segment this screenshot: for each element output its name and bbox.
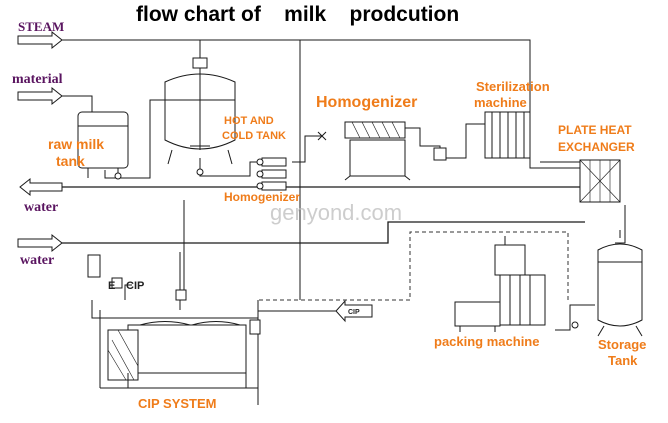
- cip-tag-arrow: [335, 299, 373, 323]
- water-out-label: water: [24, 200, 58, 215]
- sterilization-label-1: Sterilization: [476, 79, 550, 94]
- storage-tank-label-2: Tank: [608, 353, 638, 368]
- cip-header-top: [124, 284, 132, 300]
- material-inlet-arrow: [17, 86, 63, 106]
- watermark: genyond.com: [270, 200, 402, 225]
- homogenizer-label: Homogenizer: [316, 94, 417, 111]
- steam-inlet-arrow: [17, 30, 63, 50]
- steam-pipe: [62, 39, 531, 68]
- small-homogenizer-shape: [256, 157, 287, 191]
- material-label: material: [12, 72, 63, 87]
- hot-cold-tank-label-2: COLD TANK: [222, 130, 286, 142]
- storage-tank-shape: [571, 230, 643, 337]
- cip-header-left: [91, 300, 258, 319]
- sterilizer-feed-pipe: [440, 123, 485, 159]
- plate-heat-label-1: PLATE HEAT: [558, 123, 632, 137]
- phe-to-storage-pipe: [615, 205, 626, 244]
- cip-top-label: CIP: [126, 280, 144, 292]
- hot-cold-tank-label-1: HOT AND: [224, 115, 274, 127]
- steam-label: STEAM: [18, 19, 64, 34]
- water-in-pipe: [62, 221, 585, 244]
- plate-heat-label-2: EXCHANGER: [558, 140, 635, 154]
- e-mark-label: E: [108, 280, 115, 292]
- packing-machine-shape: [454, 236, 546, 332]
- sterilizer-to-phe-pipe: [529, 158, 581, 169]
- packing-machine-label: packing machine: [434, 334, 539, 349]
- raw-milk-tank-shape: [77, 111, 129, 180]
- raw-to-hot-pipe: [104, 99, 165, 179]
- small-homogenizer-label: Homogenizer: [224, 190, 300, 204]
- cip-system-shape: [87, 254, 261, 389]
- raw-milk-tank-label-2: tank: [56, 153, 85, 169]
- raw-milk-tank-label-1: raw milk: [48, 136, 104, 152]
- cip-return-dashed-pipe: [258, 231, 569, 301]
- storage-return-pipe: [555, 304, 595, 331]
- homogenizer-feed-pipe: [292, 135, 322, 163]
- storage-tank-label-1: Storage: [598, 337, 646, 352]
- sterilization-machine-shape: [433, 111, 531, 161]
- diagram-title: flow chart of milk prodcution: [136, 3, 459, 26]
- water-outlet-arrow: [19, 177, 63, 197]
- cip-system-label: CIP SYSTEM: [138, 396, 217, 411]
- sterilization-label-2: machine: [474, 95, 527, 110]
- water-in-label: water: [20, 253, 54, 268]
- cip-tag-label: CIP: [348, 309, 360, 316]
- plate-heat-exchanger-shape: [579, 159, 621, 203]
- material-pipe: [62, 95, 93, 112]
- hot-cold-tank-shape: [164, 57, 236, 176]
- homogenizer-shape: [317, 121, 411, 181]
- water-inlet-arrow: [17, 233, 63, 253]
